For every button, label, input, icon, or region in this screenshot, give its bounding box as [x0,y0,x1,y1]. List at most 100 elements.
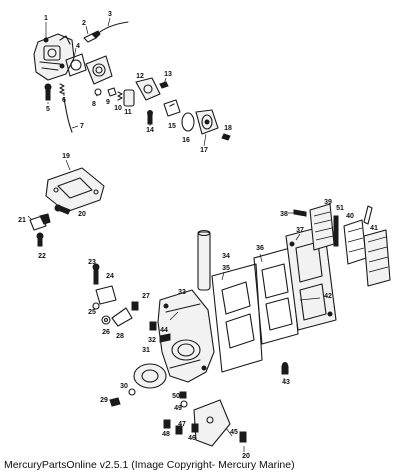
clip-21 [29,213,51,231]
callout-42: 42 [324,293,332,300]
throttle-bracket [193,399,231,447]
callout-17: 17 [200,147,208,154]
washer-30 [128,388,136,396]
callout-16: 16 [182,137,190,144]
link-28 [111,307,133,327]
callout-4: 4 [76,43,80,50]
leader-lines [27,17,321,452]
callout-22: 22 [38,253,46,260]
bracket-15 [163,99,181,117]
reed-stop-39 [309,203,335,251]
spacer-26 [101,315,111,325]
intake-manifold [157,289,215,383]
callout-44: 44 [160,327,168,334]
screw-29 [109,397,121,407]
callout-11: 11 [124,109,132,116]
cover-plate [45,167,105,213]
callout-5: 5 [46,106,50,113]
callout-30: 30 [120,383,128,390]
callout-20: 20 [78,211,86,218]
reed-block [285,225,337,331]
screw-18 [221,133,231,141]
callout-34: 34 [222,253,230,260]
callout-32: 32 [148,337,156,344]
callout-28: 28 [116,333,124,340]
manifold-gasket [211,263,263,373]
callout-3: 3 [108,11,112,18]
callout-49: 49 [174,405,182,412]
callout-8: 8 [92,101,96,108]
callout-15: 15 [168,123,176,130]
callout-2: 2 [82,20,86,27]
callout-25: 25 [88,309,96,316]
callout-46: 46 [188,435,196,442]
callout-51: 51 [336,205,344,212]
callout-50: 50 [172,393,180,400]
adapter-plate [85,55,113,85]
screw-22 [36,232,44,247]
callout-37: 37 [296,227,304,234]
screw-32 [149,321,157,331]
callout-29: 29 [100,397,108,404]
callout-9: 9 [106,99,110,106]
screw-14 [147,110,153,125]
callout-7: 7 [80,123,84,130]
washer-8 [94,88,102,96]
callout-20-lower: 20 [242,453,250,460]
callout-40: 40 [346,213,354,220]
bracket-24 [95,285,117,305]
callout-35: 35 [222,265,230,272]
callout-47: 47 [178,421,186,428]
reed-petal-40 [343,219,367,265]
dowel-42 [363,205,373,225]
fuel-inlet-fitting [83,30,101,43]
callout-21: 21 [18,217,26,224]
fitting-9 [107,87,117,97]
plunger-11 [123,89,135,107]
reed-cage-41 [363,229,391,287]
screw-38 [293,209,307,217]
image-caption: MercuryPartsOnline v2.5.1 (Image Copyrig… [4,459,295,471]
callout-12: 12 [136,73,144,80]
screw-51 [333,215,339,247]
callout-45: 45 [230,429,238,436]
callout-39: 39 [324,199,332,206]
screw-23 [92,263,100,285]
callout-33: 33 [178,289,186,296]
callout-18: 18 [224,125,232,132]
alignment-pin [197,229,211,291]
choke-solenoid [195,109,219,135]
callout-10: 10 [114,105,122,112]
screw-48 [163,419,171,429]
spring-6 [59,83,65,95]
callout-labels: 1 2 3 4 5 6 7 8 9 10 11 12 13 14 15 16 1… [18,11,378,460]
callout-1: 1 [44,15,48,22]
callout-43: 43 [282,379,290,386]
callout-38: 38 [280,211,288,218]
screw-5 [44,83,52,101]
washer-49 [180,400,188,408]
o-ring-16 [181,112,195,132]
carburetor-gasket [65,53,87,77]
spring-10 [117,91,123,101]
callout-27: 27 [142,293,150,300]
callout-19: 19 [62,153,70,160]
fuel-hose [95,21,129,36]
screw-50 [179,391,187,399]
screw-46 [191,423,199,433]
callout-13: 13 [164,71,172,78]
callout-23: 23 [88,259,96,266]
callout-6: 6 [62,97,66,104]
reed-plate-gasket [253,247,299,345]
enrichener-valve [135,77,161,101]
vent-hose [63,97,73,133]
screw-27 [131,301,139,311]
callout-24: 24 [106,273,114,280]
callout-36: 36 [256,245,264,252]
screw-44 [159,333,171,343]
carburetor [33,33,75,81]
callout-31: 31 [142,347,150,354]
callout-14: 14 [146,127,154,134]
callout-48: 48 [162,431,170,438]
